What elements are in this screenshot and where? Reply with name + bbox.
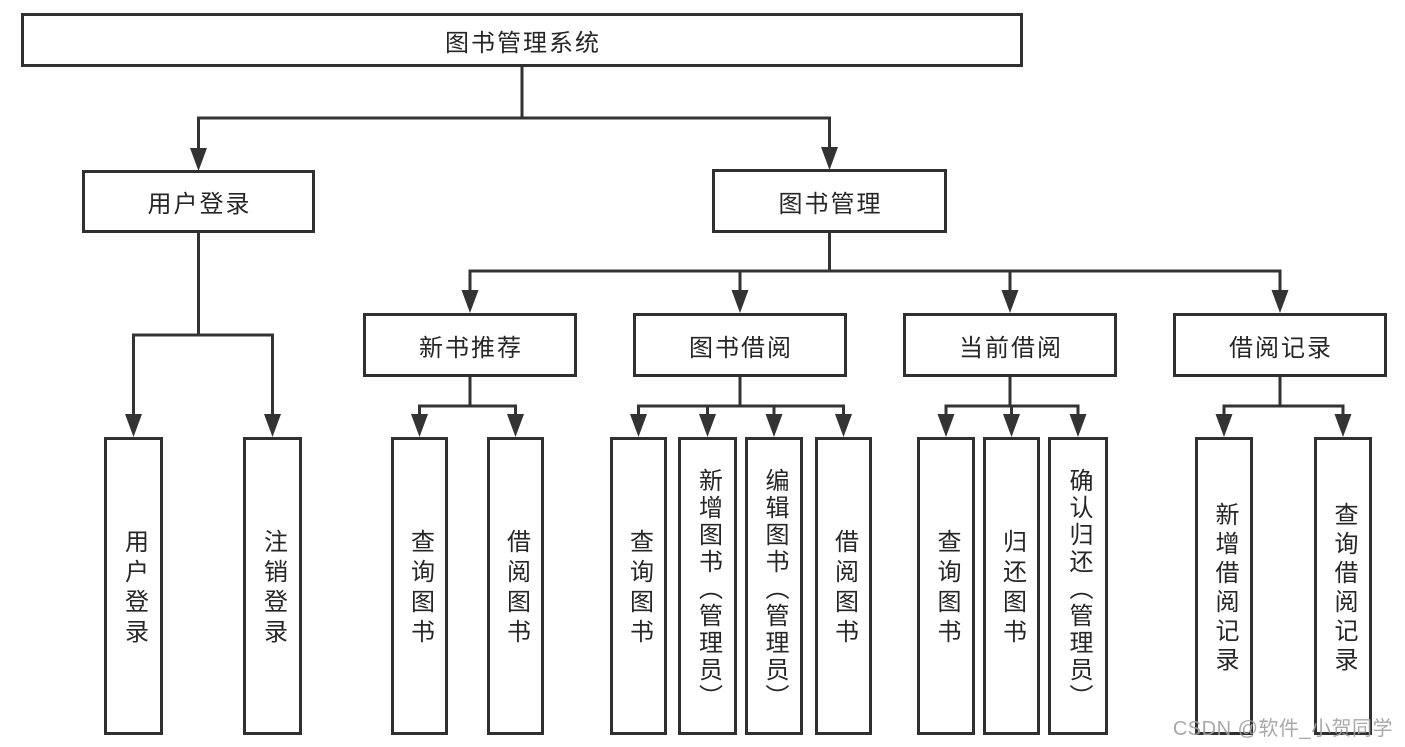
node-current-borrow-label: 当前借阅 [959, 334, 1063, 362]
leaf-borrow-add-books-admin: 新增图书（管理员） [678, 437, 737, 735]
leaf-borrow-query-books: 查询图书 [610, 437, 667, 735]
arrow-down-icon [835, 414, 852, 437]
leaf-borrow-add-books-admin-label: 新增图书（管理员） [694, 467, 722, 711]
leaf-current-return-books: 归还图书 [983, 437, 1040, 735]
connector-newbook-to-leaves [411, 375, 524, 437]
connector-records-to-leaves [1215, 375, 1352, 437]
node-book-borrow: 图书借阅 [633, 313, 847, 377]
leaf-records-query-record-label: 查询借阅记录 [1330, 502, 1357, 676]
leaf-current-return-books-label: 归还图书 [998, 529, 1026, 649]
node-user-login-label: 用户登录 [147, 191, 252, 218]
node-new-book-recommend-label: 新书推荐 [419, 334, 523, 362]
connector-borrow-to-leaves [630, 375, 852, 437]
connector-bookmgmt-to-level3 [461, 231, 1289, 313]
node-new-book-recommend: 新书推荐 [363, 313, 577, 377]
arrow-down-icon [731, 290, 749, 313]
arrow-down-icon [411, 414, 428, 437]
arrow-down-icon [821, 147, 838, 170]
arrow-down-icon [937, 414, 955, 437]
node-borrow-records: 借阅记录 [1173, 313, 1387, 377]
node-library-system: 图书管理系统 [21, 13, 1023, 67]
leaf-records-add-record: 新增借阅记录 [1195, 437, 1253, 735]
connector-current-to-leaves [937, 375, 1087, 437]
leaf-records-query-record: 查询借阅记录 [1314, 437, 1372, 735]
leaf-user-login: 用户登录 [104, 437, 163, 735]
leaf-current-confirm-return-admin: 确认归还（管理员） [1048, 437, 1108, 735]
arrow-down-icon [1215, 414, 1233, 437]
arrow-down-icon [1003, 414, 1020, 437]
leaf-newbook-borrow-books: 借阅图书 [487, 437, 544, 735]
arrow-down-icon [630, 414, 647, 437]
arrow-down-icon [699, 414, 716, 437]
leaf-newbook-query-books-label: 查询图书 [406, 529, 434, 649]
arrow-down-icon [264, 414, 281, 437]
csdn-watermark: CSDN @软件_小贺同学 [1172, 718, 1393, 740]
leaf-current-query-books: 查询图书 [917, 437, 975, 735]
leaf-borrow-borrow-books-label: 借阅图书 [830, 529, 858, 649]
leaf-current-query-books-label: 查询图书 [933, 529, 960, 649]
arrow-down-icon [190, 148, 207, 171]
node-book-borrow-label: 图书借阅 [689, 334, 793, 362]
leaf-newbook-borrow-books-label: 借阅图书 [502, 529, 530, 649]
leaf-borrow-borrow-books: 借阅图书 [815, 437, 872, 735]
arrow-down-icon [1069, 414, 1087, 437]
leaf-borrow-edit-books-admin: 编辑图书（管理员） [745, 437, 803, 735]
node-current-borrow: 当前借阅 [903, 313, 1117, 377]
leaf-borrow-edit-books-admin-label: 编辑图书（管理员） [761, 467, 788, 711]
leaf-user-login-label: 用户登录 [120, 529, 148, 649]
node-borrow-records-label: 借阅记录 [1229, 334, 1333, 362]
node-user-login: 用户登录 [82, 170, 315, 233]
arrow-down-icon [1334, 414, 1352, 437]
leaf-logout-label: 注销登录 [259, 529, 287, 649]
leaf-borrow-query-books-label: 查询图书 [625, 529, 653, 649]
connector-userlogin-to-leaves [125, 231, 281, 437]
arrow-down-icon [507, 414, 524, 437]
node-book-management-label: 图书管理 [778, 190, 883, 218]
arrow-down-icon [1001, 290, 1019, 313]
arrow-down-icon [765, 414, 783, 437]
node-book-management: 图书管理 [712, 169, 947, 233]
leaf-current-confirm-return-admin-label: 确认归还（管理员） [1065, 467, 1092, 711]
arrow-down-icon [125, 414, 142, 437]
leaf-logout: 注销登录 [243, 437, 302, 735]
node-library-system-label: 图书管理系统 [445, 29, 601, 57]
connector-root-to-level2 [190, 64, 838, 171]
arrow-down-icon [1271, 290, 1289, 313]
arrow-down-icon [461, 290, 479, 313]
leaf-newbook-query-books: 查询图书 [391, 437, 448, 735]
leaf-records-add-record-label: 新增借阅记录 [1211, 502, 1238, 676]
